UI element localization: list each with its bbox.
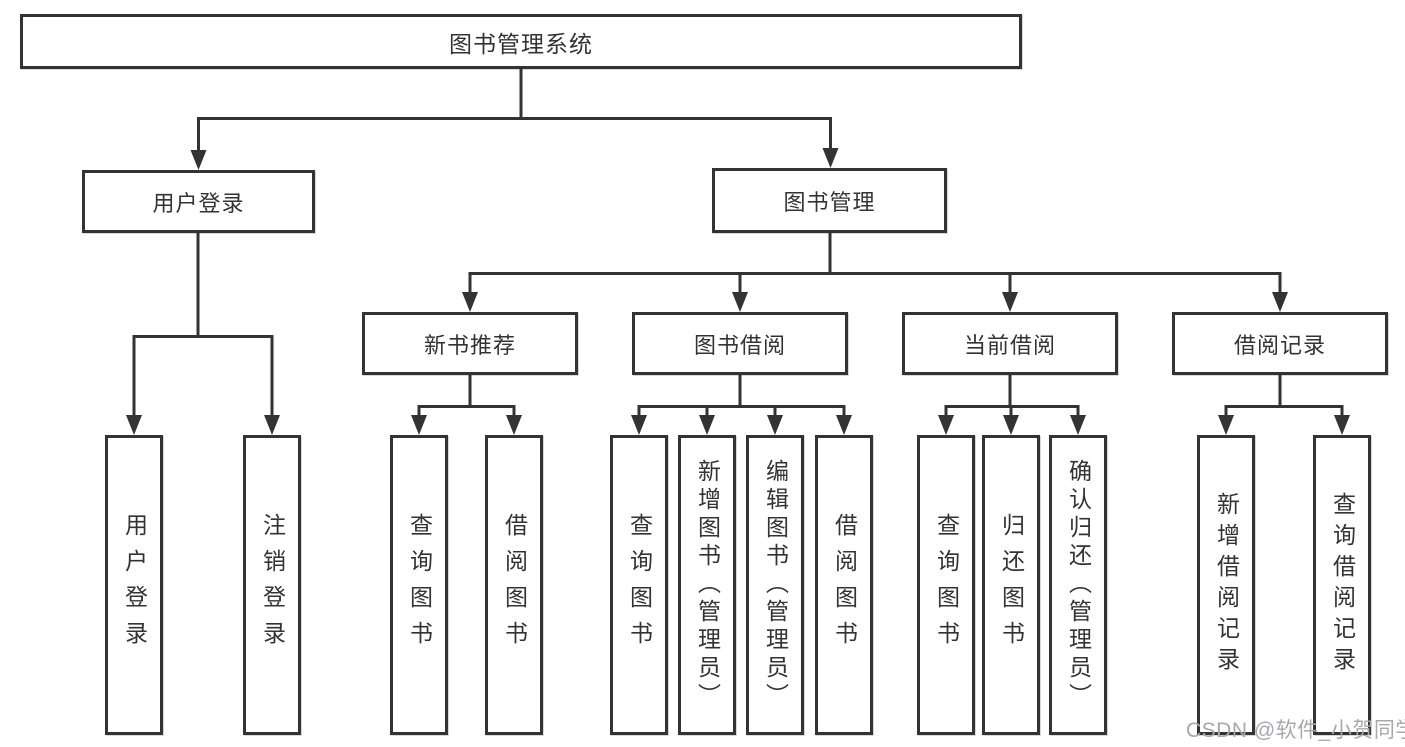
leaf-query-books-recommend: 查询图书	[390, 435, 448, 735]
leaf-confirm-return-admin: 确认归还（管理员）	[1049, 435, 1107, 735]
leaf-add-book-admin: 新增图书（管理员）	[678, 435, 736, 735]
connector-book-borrowing-children	[631, 375, 852, 435]
node-new-book-recommendation: 新书推荐	[362, 312, 578, 375]
leaf-label: 查询借阅记录	[1329, 492, 1356, 678]
leaf-borrow-books-recommend: 借阅图书	[485, 435, 543, 735]
leaf-label: 注销登录	[259, 513, 286, 657]
leaf-return-books: 归还图书	[982, 435, 1040, 735]
leaf-query-books-current: 查询图书	[917, 435, 975, 735]
arrow-down-icon	[836, 415, 852, 435]
arrow-down-icon	[631, 415, 647, 435]
arrow-down-icon	[1003, 415, 1019, 435]
leaf-label: 查询图书	[406, 513, 433, 657]
node-user-login: 用户登录	[82, 170, 315, 233]
arrow-down-icon	[1218, 415, 1234, 435]
arrow-down-icon	[126, 415, 142, 435]
leaf-query-books-borrowing: 查询图书	[610, 435, 668, 735]
leaf-label: 归还图书	[998, 513, 1025, 657]
leaf-add-borrow-record: 新增借阅记录	[1197, 435, 1255, 735]
leaf-query-borrow-record: 查询借阅记录	[1313, 435, 1371, 735]
node-current-borrowing: 当前借阅	[902, 312, 1118, 375]
connector-new-book-recommendation-children	[411, 375, 522, 435]
connector-current-borrowing-children	[938, 375, 1086, 435]
leaf-logout: 注销登录	[243, 435, 301, 735]
connector-root-to-level2	[190, 69, 839, 170]
connector-borrowing-records-children	[1218, 375, 1350, 435]
leaf-user-login: 用户登录	[105, 435, 163, 735]
leaf-label: 查询图书	[933, 513, 960, 657]
leaf-label: 借阅图书	[501, 513, 528, 657]
arrow-down-icon	[938, 415, 954, 435]
leaf-label: 用户登录	[121, 513, 148, 657]
arrow-down-icon	[1272, 292, 1288, 312]
leaf-label: 确认归还（管理员）	[1065, 459, 1092, 711]
arrow-down-icon	[732, 292, 748, 312]
connector-user-login-children	[126, 233, 280, 435]
arrow-down-icon	[190, 150, 207, 170]
arrow-down-icon	[767, 415, 783, 435]
arrow-down-icon	[1070, 415, 1086, 435]
node-borrowing-records: 借阅记录	[1172, 312, 1388, 375]
node-book-management: 图书管理	[712, 168, 947, 233]
node-library-management-system: 图书管理系统	[20, 14, 1022, 69]
arrow-down-icon	[822, 148, 839, 168]
arrow-down-icon	[506, 415, 522, 435]
arrow-down-icon	[462, 292, 478, 312]
node-book-borrowing: 图书借阅	[632, 312, 848, 375]
connector-book-management-children	[462, 233, 1288, 312]
arrow-down-icon	[264, 415, 280, 435]
arrow-down-icon	[699, 415, 715, 435]
leaf-borrow-books: 借阅图书	[815, 435, 873, 735]
leaf-label: 查询图书	[626, 513, 653, 657]
leaf-label: 新增图书（管理员）	[694, 459, 721, 711]
arrow-down-icon	[1334, 415, 1350, 435]
csdn-watermark: CSDN @软件_小贺同学	[1186, 719, 1405, 742]
arrow-down-icon	[1002, 292, 1018, 312]
leaf-label: 新增借阅记录	[1213, 492, 1240, 678]
leaf-label: 借阅图书	[831, 513, 858, 657]
arrow-down-icon	[411, 415, 427, 435]
leaf-edit-book-admin: 编辑图书（管理员）	[746, 435, 804, 735]
leaf-label: 编辑图书（管理员）	[762, 459, 789, 711]
